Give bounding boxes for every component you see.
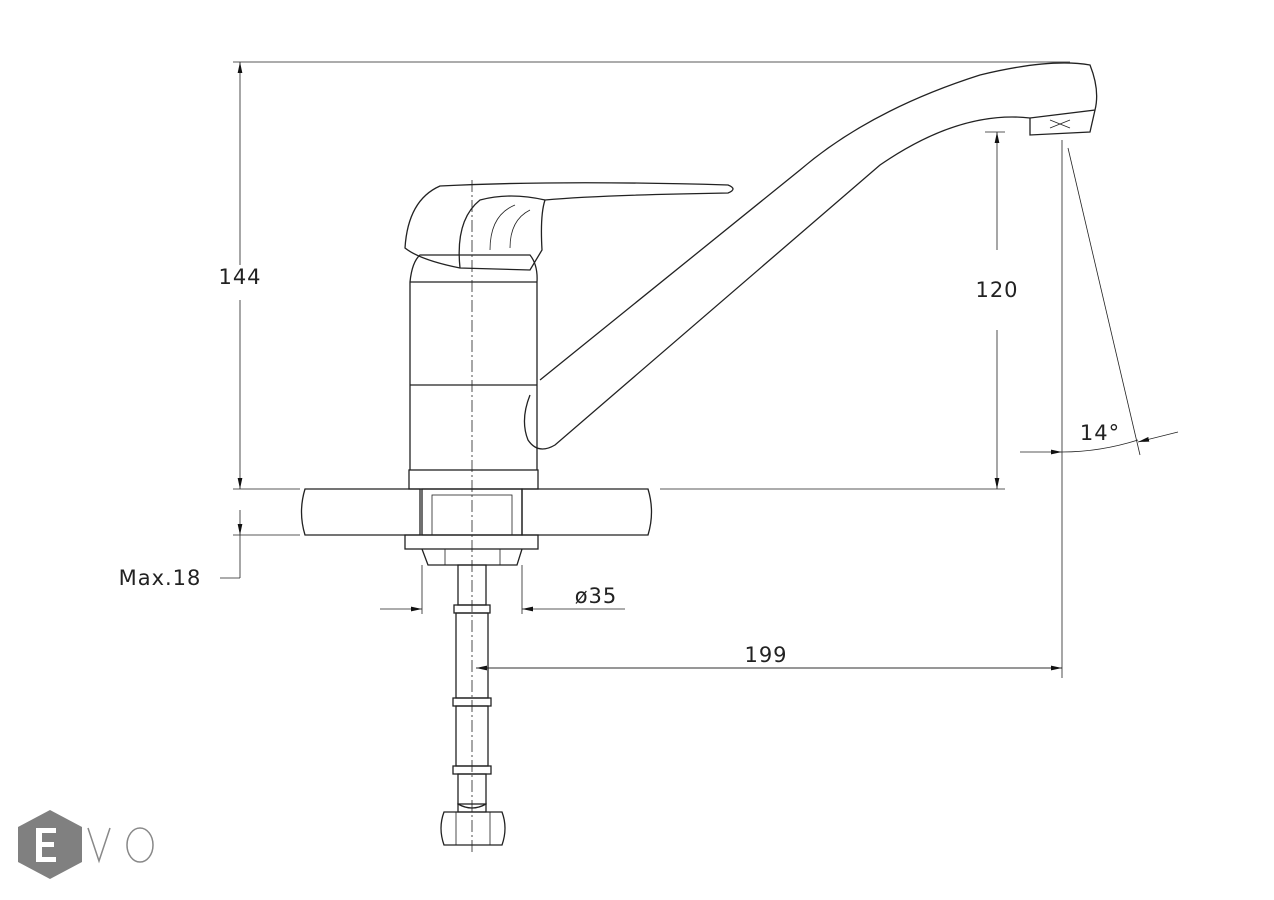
dim-mount-diameter: ø35 bbox=[575, 584, 618, 608]
countertop-section bbox=[300, 488, 653, 536]
dimension-lines bbox=[220, 61, 1179, 678]
supply-hose bbox=[440, 612, 506, 846]
evo-logo bbox=[18, 810, 154, 879]
dim-overall-height: 144 bbox=[218, 265, 261, 289]
dim-max-thickness: Max.18 bbox=[119, 566, 202, 590]
dim-spout-reach: 199 bbox=[744, 643, 787, 667]
faucet-body bbox=[404, 62, 1098, 614]
dim-spout-height: 120 bbox=[975, 278, 1018, 302]
dim-spout-angle: 14° bbox=[1080, 421, 1120, 445]
